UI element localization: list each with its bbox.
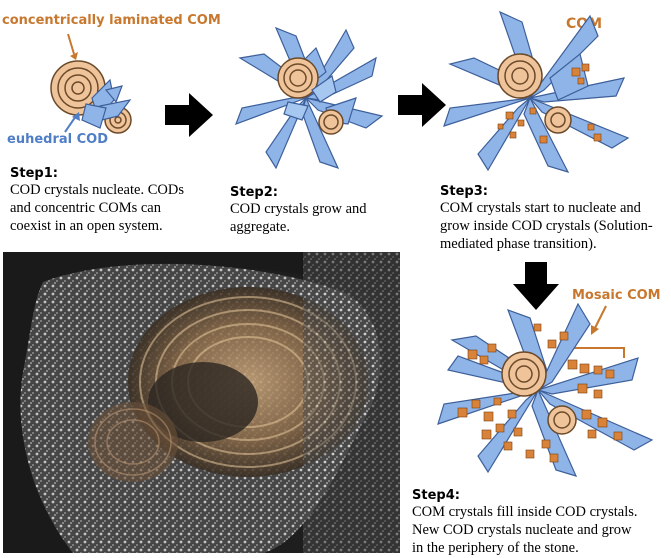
step3-title: Step3:	[440, 184, 488, 199]
step1-text: COD crystals nucleate. CODs and concentr…	[10, 182, 184, 234]
step2-title: Step2:	[230, 185, 278, 200]
step4-title: Step4:	[412, 488, 460, 503]
step3-illustration	[443, 10, 630, 173]
step1-illustration	[50, 33, 132, 134]
label-laminated-com: concentrically laminated COM	[2, 13, 221, 28]
step4-text: COM crystals fill inside COD crystals. N…	[412, 504, 638, 556]
step1-title: Step1:	[10, 166, 58, 181]
label-mosaic-com: Mosaic COM	[572, 288, 661, 303]
label-euhedral-cod: euhedral COD	[7, 132, 108, 147]
process-arrow-down	[513, 262, 559, 310]
step2-illustration	[234, 26, 384, 170]
step2-text: COD crystals grow and aggregate.	[230, 201, 367, 235]
step3-text: COM crystals start to nucleate and grow …	[440, 200, 653, 252]
process-arrow-1	[165, 93, 213, 137]
step4-illustration	[437, 302, 654, 477]
com-sphere-large	[50, 60, 106, 116]
micrograph-photo	[3, 252, 400, 553]
process-arrow-2	[398, 83, 446, 127]
